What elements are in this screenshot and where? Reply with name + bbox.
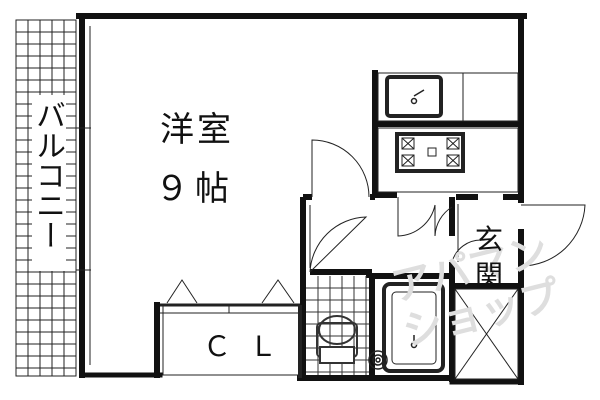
western-room-name: 洋室 bbox=[160, 110, 234, 150]
bathroom bbox=[368, 282, 445, 373]
entrance-label: 玄関 bbox=[474, 223, 503, 292]
stove-counter bbox=[377, 127, 519, 193]
door-swings bbox=[309, 139, 586, 273]
balcony-label: バルコニー bbox=[30, 100, 65, 250]
toilet-room bbox=[306, 276, 369, 375]
western-room-size: ９帖 bbox=[155, 169, 235, 209]
closet-label: ＣＬ bbox=[203, 330, 296, 363]
interior-walls bbox=[300, 194, 521, 382]
sash-marks bbox=[76, 26, 91, 365]
outer-walls bbox=[76, 13, 527, 385]
balcony-label-mask bbox=[32, 95, 66, 271]
sink-counter bbox=[377, 72, 519, 122]
kitchen-walls bbox=[372, 70, 521, 198]
shoe-box bbox=[454, 204, 519, 380]
closet bbox=[160, 279, 302, 378]
